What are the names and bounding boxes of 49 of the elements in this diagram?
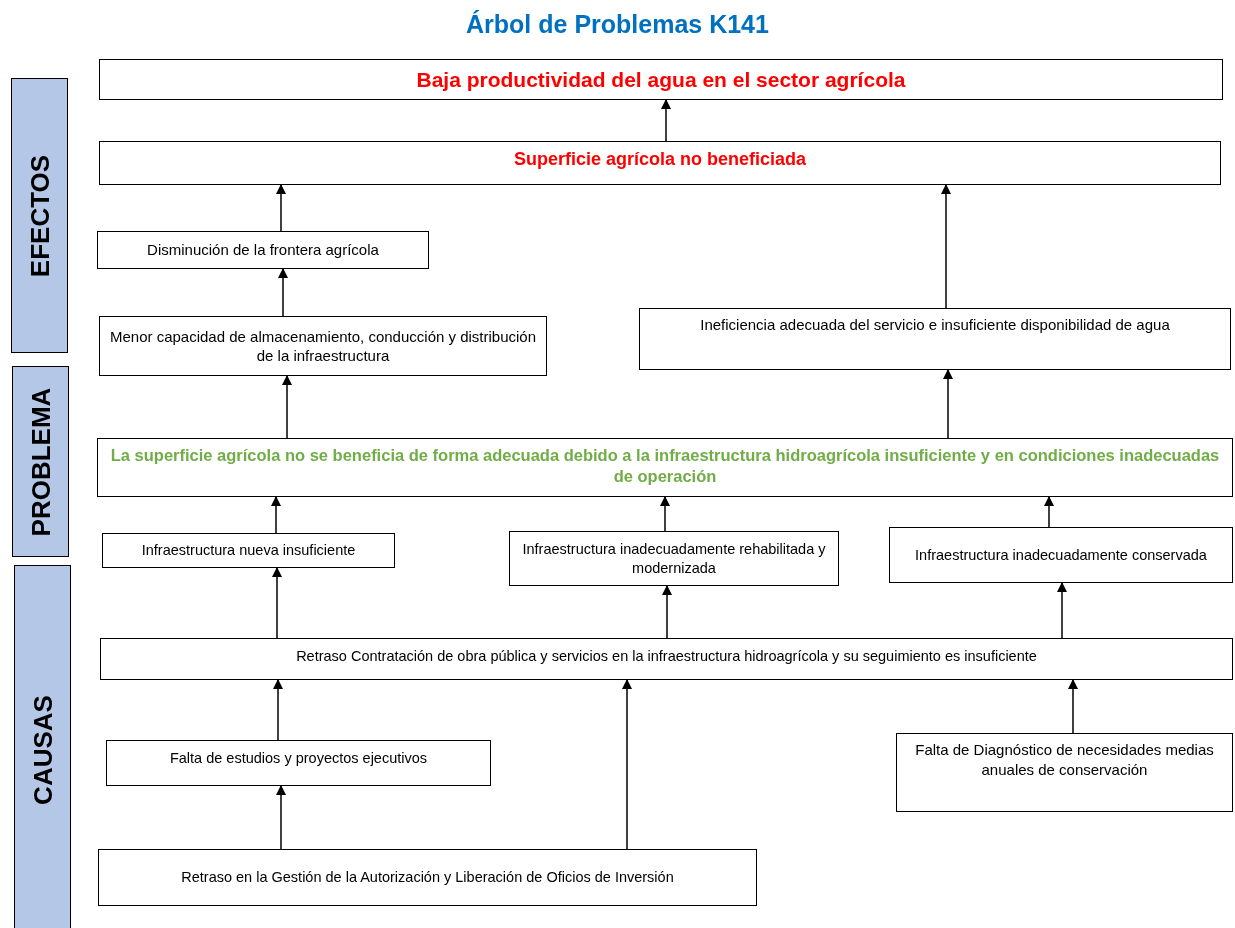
section-label: EFECTOS xyxy=(24,154,55,277)
tree-box xyxy=(102,533,395,568)
arrow xyxy=(943,369,953,439)
diagram-title: Árbol de Problemas K141 xyxy=(465,10,770,39)
arrow xyxy=(271,496,281,534)
arrow xyxy=(1068,679,1078,734)
box-text: Menor capacidad de almacenamiento, conducción y distribución de la infraestructura xyxy=(108,326,538,366)
arrow xyxy=(278,268,288,317)
box-text: Disminución de la frontera agrícola xyxy=(147,240,379,260)
tree-box xyxy=(99,59,1223,100)
arrow xyxy=(1057,582,1067,639)
box-text: Superficie agrícola no beneficiada xyxy=(513,148,807,171)
tree-box xyxy=(889,527,1233,583)
arrow xyxy=(1044,496,1054,528)
tree-box xyxy=(98,849,757,906)
tree-box xyxy=(106,740,491,786)
tree-box xyxy=(99,141,1221,185)
arrow xyxy=(622,679,632,850)
box-text: Infraestructura nueva insuficiente xyxy=(141,541,356,560)
tree-box xyxy=(97,438,1233,497)
box-text: Retraso Contratación de obra pública y servicios en la infraestructura hidroagrícola y su seguimiento es insuficiente xyxy=(296,647,1037,666)
section-band xyxy=(14,565,71,928)
tree-box xyxy=(509,531,839,586)
arrow xyxy=(661,99,671,142)
arrow xyxy=(662,585,672,639)
section-band xyxy=(11,78,68,353)
box-text: La superficie agrícola no se beneficia de forma adecuada debido a la infraestructura hidroagrícola insuficiente y en condiciones inadecuadas de operación xyxy=(109,445,1221,488)
box-text: Infraestructura inadecuadamente rehabilitada y modernizada xyxy=(521,539,827,578)
section-label: PROBLEMA xyxy=(25,387,56,536)
arrow xyxy=(272,567,282,639)
tree-box xyxy=(99,316,547,376)
tree-box xyxy=(100,638,1233,680)
tree-box xyxy=(639,308,1231,370)
section-band xyxy=(12,366,69,557)
box-text: Falta de estudios y proyectos ejecutivos xyxy=(169,749,428,768)
arrow xyxy=(660,496,670,532)
tree-box xyxy=(97,231,429,269)
arrow xyxy=(276,184,286,232)
arrow xyxy=(276,785,286,850)
box-text: Ineficiencia adecuada del servicio e insuficiente disponibilidad de agua xyxy=(700,315,1170,335)
arrow xyxy=(282,375,292,439)
arrow xyxy=(941,184,951,309)
section-label: CAUSAS xyxy=(27,695,58,805)
tree-box xyxy=(896,733,1233,812)
arrow xyxy=(273,679,283,741)
box-text: Retraso en la Gestión de la Autorización y Liberación de Oficios de Inversión xyxy=(181,868,674,887)
box-text: Falta de Diagnóstico de necesidades medias anuales de conservación xyxy=(914,740,1215,779)
box-text: Baja productividad del agua en el sector agrícola xyxy=(416,67,906,93)
box-text: Infraestructura inadecuadamente conservada xyxy=(915,545,1207,565)
